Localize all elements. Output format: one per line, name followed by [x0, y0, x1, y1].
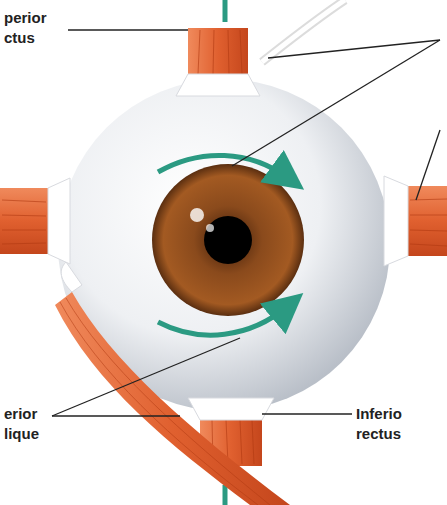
part-label: Inferio rectus: [356, 404, 442, 444]
part-label: perior ctus: [4, 8, 66, 48]
part-label: erior lique: [4, 404, 50, 444]
